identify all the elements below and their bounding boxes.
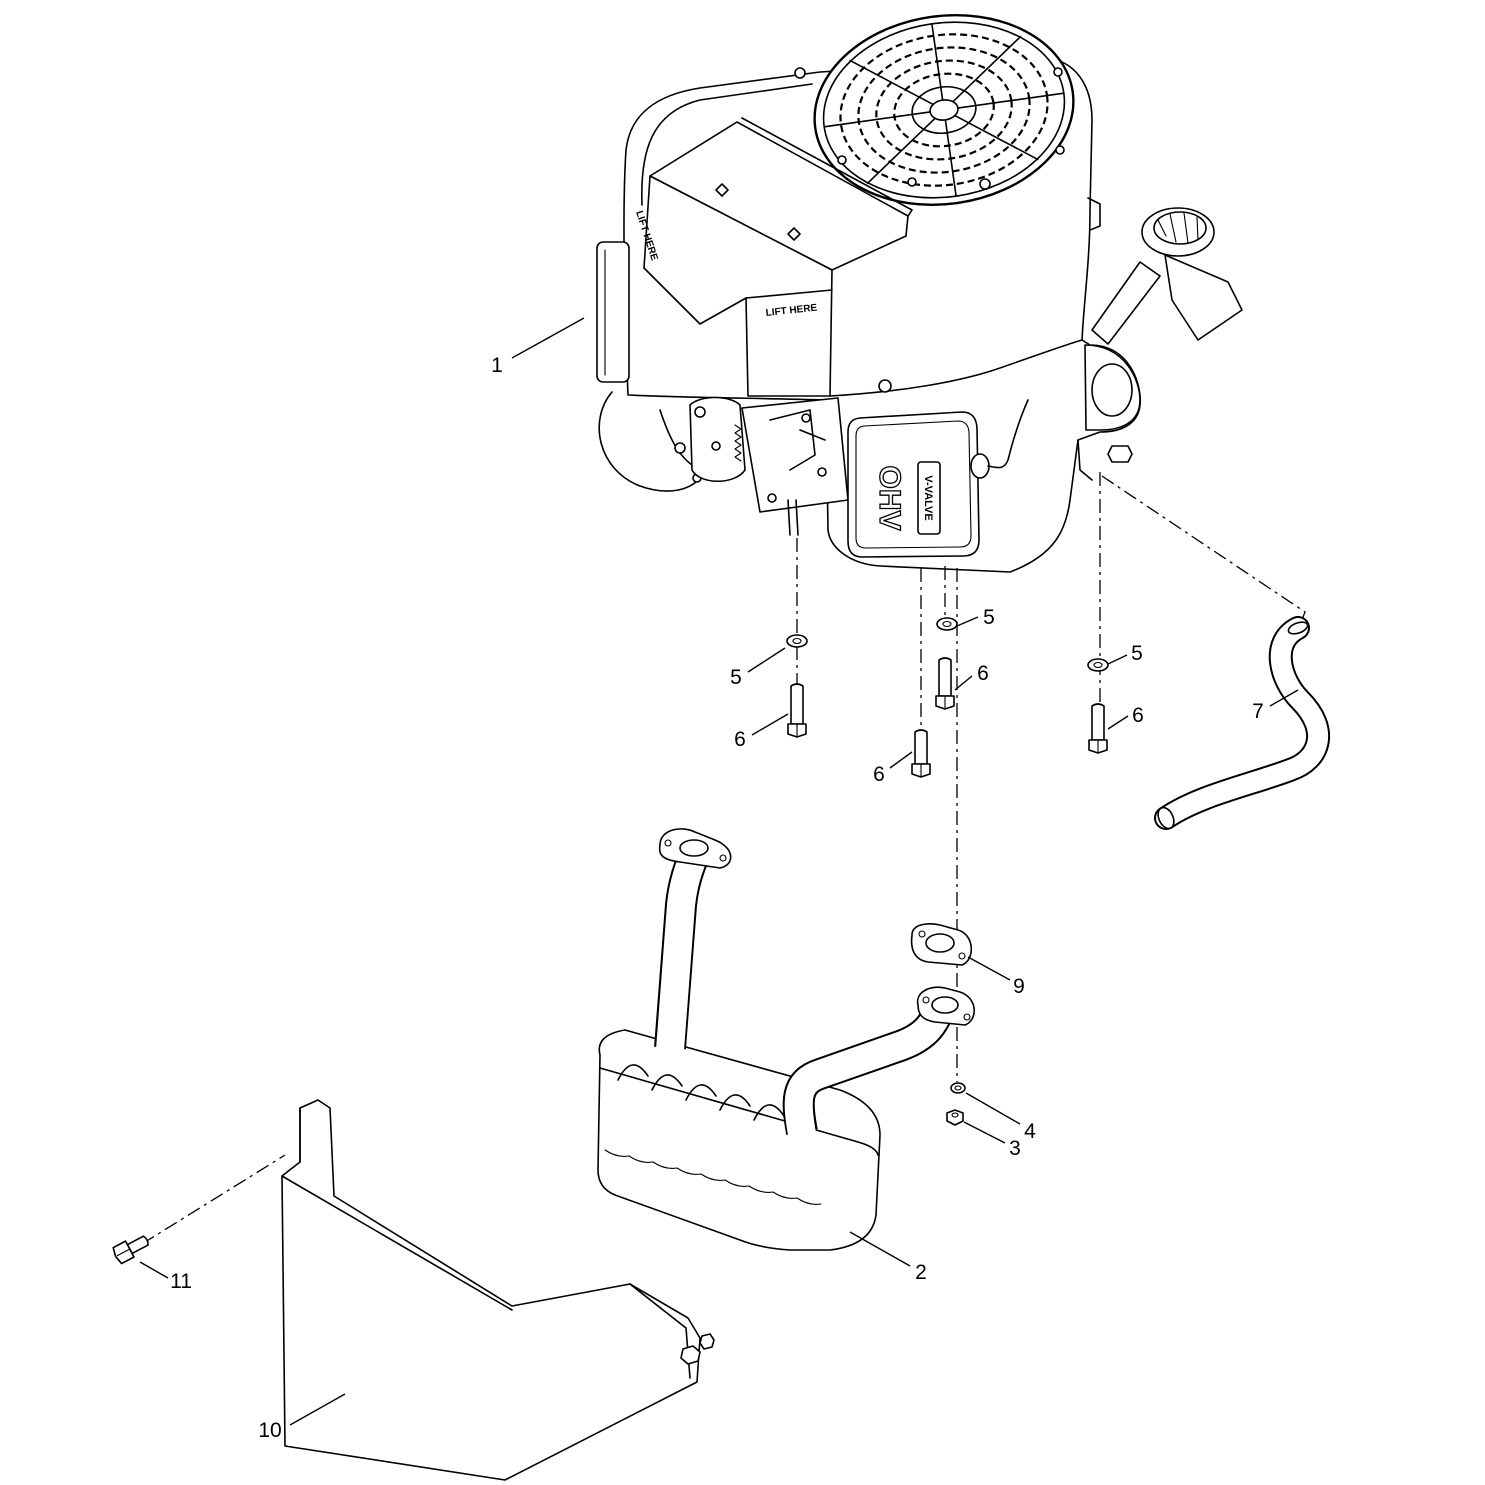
callout-bolt: 6 bbox=[873, 763, 885, 786]
v-valve-badge bbox=[917, 461, 941, 535]
oil-fill-cap bbox=[1141, 207, 1215, 257]
exhaust-pipe bbox=[656, 852, 706, 1052]
oil-cap-ridges bbox=[1157, 212, 1199, 244]
nut bbox=[946, 1109, 964, 1126]
shroud-bolt bbox=[878, 379, 892, 393]
assembly-line bbox=[1101, 475, 1306, 626]
breather-hose bbox=[1154, 616, 1330, 830]
leader-line bbox=[1269, 689, 1299, 707]
callout-screw: 11 bbox=[170, 1270, 192, 1293]
spark-plug-boot bbox=[970, 453, 990, 479]
grille-tabs bbox=[794, 67, 1065, 190]
throttle-linkage bbox=[769, 409, 826, 471]
grille-spokes bbox=[823, 23, 1065, 197]
oil-fill-cap-top bbox=[1153, 211, 1207, 245]
leader-line bbox=[751, 713, 789, 736]
governor-spring bbox=[734, 424, 742, 462]
hose-end bbox=[1287, 621, 1309, 635]
callout-muffler: 2 bbox=[915, 1261, 927, 1284]
cover-crease bbox=[745, 289, 833, 299]
dipstick-tab bbox=[1164, 254, 1243, 341]
bolt bbox=[935, 657, 955, 710]
muffler-ribs-lower bbox=[604, 1149, 822, 1205]
callout-washer: 5 bbox=[1131, 642, 1143, 665]
bolt-shank bbox=[1091, 703, 1105, 741]
washer bbox=[1087, 658, 1109, 672]
muffler-ribs bbox=[617, 1064, 785, 1121]
intake-tube bbox=[640, 83, 813, 206]
screw-shank bbox=[126, 1235, 149, 1255]
leader-line bbox=[965, 1092, 1021, 1125]
leader-line bbox=[1107, 715, 1129, 730]
heat-shield bbox=[281, 1099, 715, 1481]
fan-grille bbox=[813, 13, 1075, 207]
pipe-flange bbox=[658, 828, 732, 869]
leader-line bbox=[956, 616, 979, 627]
bolt bbox=[911, 729, 931, 778]
washer bbox=[786, 634, 808, 648]
cable-loop bbox=[598, 391, 701, 492]
shield-bolt bbox=[680, 1345, 701, 1365]
leader-line bbox=[139, 1261, 169, 1279]
screw bbox=[112, 1235, 149, 1265]
leader-line bbox=[511, 317, 585, 359]
oil-fill-tube bbox=[1091, 261, 1161, 345]
spark-plug-wire bbox=[987, 399, 1029, 469]
engine: LIFT HERE LIFT HERE OHV V-VALVE bbox=[596, 13, 1243, 573]
pipe-flange bbox=[916, 986, 975, 1026]
shroud-bracket bbox=[1087, 197, 1101, 231]
leader-line bbox=[963, 1121, 1006, 1144]
side-housing bbox=[596, 241, 630, 383]
flange-bolt bbox=[1107, 445, 1133, 463]
hose-end bbox=[1157, 806, 1175, 830]
v-valve-label: V-VALVE bbox=[922, 475, 934, 520]
callout-hose: 7 bbox=[1252, 700, 1264, 723]
leader-line bbox=[849, 1231, 911, 1267]
ohv-label: OHV bbox=[873, 465, 906, 530]
muffler bbox=[597, 828, 975, 1251]
leader-line bbox=[747, 647, 786, 673]
callout-bolt: 6 bbox=[977, 662, 989, 685]
shield-fold bbox=[281, 1107, 513, 1311]
cover-screw bbox=[715, 183, 801, 241]
washer bbox=[936, 617, 958, 631]
callouts: 1 5 6 5 6 6 5 6 7 9 4 3 2 11 10 bbox=[170, 354, 1264, 1442]
lock-washer bbox=[950, 1082, 966, 1094]
callout-bolt: 6 bbox=[1132, 704, 1144, 727]
assembly-line bbox=[141, 1154, 286, 1245]
exhaust-gasket bbox=[910, 923, 973, 966]
leader-lines bbox=[139, 317, 1299, 1426]
callout-nut: 3 bbox=[1009, 1137, 1021, 1160]
carburetor-body bbox=[689, 396, 746, 482]
muffler-seam bbox=[599, 1067, 879, 1156]
shield-bolt bbox=[699, 1333, 715, 1350]
air-cleaner-cover-front bbox=[643, 175, 833, 397]
governor-bracket bbox=[741, 397, 849, 513]
callout-lock-washer: 4 bbox=[1024, 1120, 1036, 1143]
carburetor-bolts bbox=[674, 406, 827, 503]
leader-line bbox=[289, 1393, 346, 1426]
leader-line bbox=[967, 956, 1011, 981]
flange-hole bbox=[1091, 363, 1133, 417]
leader-line bbox=[1107, 654, 1128, 665]
callout-washer: 5 bbox=[983, 606, 995, 629]
callout-bolt: 6 bbox=[734, 728, 746, 751]
leader-line bbox=[889, 751, 913, 769]
callout-gasket: 9 bbox=[1013, 975, 1025, 998]
bolt-shank bbox=[790, 683, 804, 725]
lift-here-label: LIFT HERE bbox=[765, 303, 818, 319]
bolt bbox=[787, 683, 807, 738]
bolt bbox=[1088, 703, 1108, 754]
bolt-shank bbox=[914, 729, 928, 765]
callout-heat-shield: 10 bbox=[258, 1419, 281, 1442]
cover-hinge bbox=[741, 117, 913, 217]
callout-washer: 5 bbox=[730, 666, 742, 689]
valve-cover: OHV V-VALVE bbox=[847, 411, 980, 558]
bolt-shank bbox=[938, 657, 952, 697]
leader-line bbox=[954, 675, 973, 691]
callout-engine: 1 bbox=[491, 354, 503, 377]
crankcase-edge bbox=[1077, 439, 1093, 481]
control-rod bbox=[787, 499, 799, 536]
